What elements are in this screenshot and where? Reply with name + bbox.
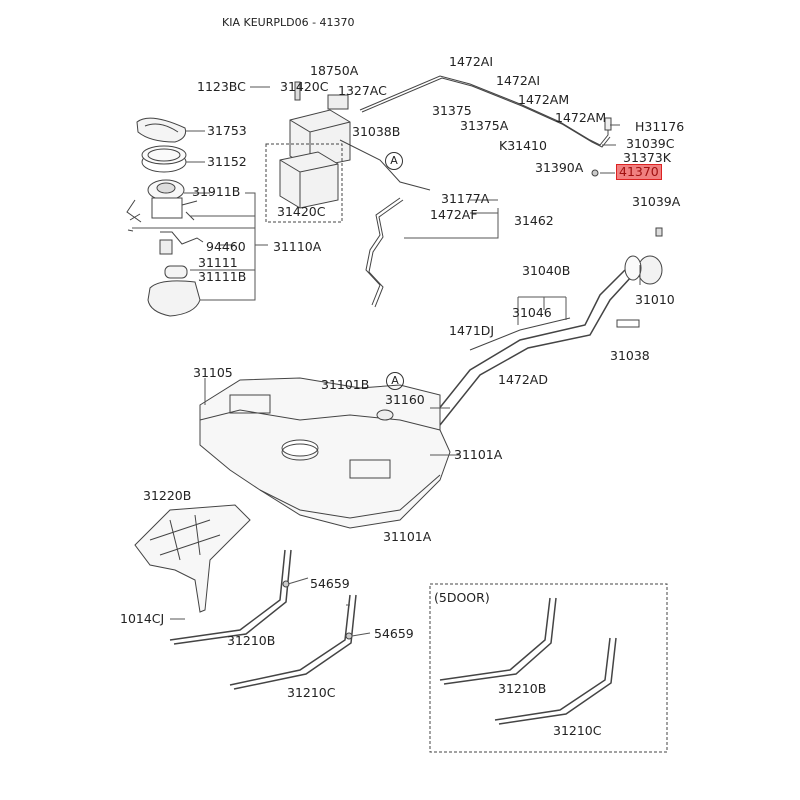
5door-box bbox=[429, 583, 668, 753]
part-label-94460[interactable]: 94460 bbox=[206, 239, 246, 254]
part-label-31210B-5door[interactable]: 31210B bbox=[498, 681, 547, 696]
part-label-31152[interactable]: 31152 bbox=[207, 154, 247, 169]
part-label-1123BC[interactable]: 1123BC bbox=[197, 79, 246, 94]
part-label-31375A[interactable]: 31375A bbox=[460, 118, 509, 133]
lock-ring-31152 bbox=[141, 145, 187, 173]
part-label-54659-2[interactable]: 54659 bbox=[374, 626, 414, 641]
part-label-31210B[interactable]: 31210B bbox=[227, 633, 276, 648]
part-label-31101A-1[interactable]: 31101A bbox=[454, 447, 503, 462]
part-label-31210C[interactable]: 31210C bbox=[287, 685, 336, 700]
alt-canister-box bbox=[265, 143, 343, 223]
part-label-31753[interactable]: 31753 bbox=[207, 123, 247, 138]
ref-marker-a-top: A bbox=[385, 152, 403, 170]
part-label-31462[interactable]: 31462 bbox=[514, 213, 554, 228]
part-label-31105[interactable]: 31105 bbox=[193, 365, 233, 380]
part-label-1472AI-1[interactable]: 1472AI bbox=[449, 54, 494, 69]
part-label-31177A[interactable]: 31177A bbox=[441, 191, 490, 206]
part-label-H31176[interactable]: H31176 bbox=[635, 119, 685, 134]
part-label-31038[interactable]: 31038 bbox=[610, 348, 650, 363]
ref-marker-a-tank: A bbox=[386, 372, 404, 390]
part-label-K31410[interactable]: K31410 bbox=[499, 138, 547, 153]
vapor-hoses bbox=[339, 75, 612, 191]
part-label-31210C-5door[interactable]: 31210C bbox=[553, 723, 602, 738]
filler-neck-31040B bbox=[429, 227, 663, 426]
part-label-41370-highlighted[interactable]: 41370 bbox=[616, 164, 662, 180]
part-label-31010[interactable]: 31010 bbox=[635, 292, 675, 307]
part-label-31111B[interactable]: 31111B bbox=[198, 269, 247, 284]
straps bbox=[169, 549, 357, 690]
part-label-1471DJ[interactable]: 1471DJ bbox=[449, 323, 495, 338]
part-label-31373K[interactable]: 31373K bbox=[623, 150, 671, 165]
part-label-31111[interactable]: 31111 bbox=[198, 255, 238, 270]
section-label-5door: (5DOOR) bbox=[434, 590, 490, 605]
part-label-31039A[interactable]: 31039A bbox=[632, 194, 681, 209]
part-label-31046[interactable]: 31046 bbox=[512, 305, 552, 320]
diagram-title: KIA KEURPLD06 - 41370 bbox=[222, 16, 355, 29]
part-label-1327AC[interactable]: 1327AC bbox=[338, 83, 387, 98]
part-label-1472AF[interactable]: 1472AF bbox=[430, 207, 478, 222]
part-label-31039C[interactable]: 31039C bbox=[626, 136, 675, 151]
heat-protector-31220B bbox=[134, 504, 251, 613]
part-label-1472AI-2[interactable]: 1472AI bbox=[496, 73, 541, 88]
straps-5door bbox=[439, 597, 617, 725]
part-label-31110A[interactable]: 31110A bbox=[273, 239, 322, 254]
part-label-31375[interactable]: 31375 bbox=[432, 103, 472, 118]
part-label-31038B[interactable]: 31038B bbox=[352, 124, 401, 139]
part-label-54659-1[interactable]: 54659 bbox=[310, 576, 350, 591]
part-label-31420C-box[interactable]: 31420C bbox=[277, 204, 326, 219]
fuel-pump-assembly bbox=[126, 179, 204, 317]
part-label-31390A[interactable]: 31390A bbox=[535, 160, 584, 175]
canister-alt bbox=[279, 151, 339, 209]
vent-tube-31462 bbox=[365, 197, 404, 308]
part-label-1472AD[interactable]: 1472AD bbox=[498, 372, 548, 387]
part-label-31040B[interactable]: 31040B bbox=[522, 263, 571, 278]
part-label-31101B[interactable]: 31101B bbox=[321, 377, 370, 392]
part-label-1014CJ[interactable]: 1014CJ bbox=[120, 611, 165, 626]
part-label-1472AM-2[interactable]: 1472AM bbox=[555, 110, 607, 125]
part-label-31420C-top[interactable]: 31420C bbox=[280, 79, 329, 94]
leader-lines bbox=[132, 86, 641, 637]
part-label-31101A-2[interactable]: 31101A bbox=[383, 529, 432, 544]
label-plate-31038 bbox=[616, 319, 640, 328]
gasket-plate-31753 bbox=[136, 117, 186, 143]
part-label-31160[interactable]: 31160 bbox=[385, 392, 425, 407]
part-label-18750A[interactable]: 18750A bbox=[310, 63, 359, 78]
part-label-31911B[interactable]: 31911B bbox=[192, 184, 241, 199]
part-label-1472AM-1[interactable]: 1472AM bbox=[518, 92, 570, 107]
part-label-31220B[interactable]: 31220B bbox=[143, 488, 192, 503]
fuel-tank-31105 bbox=[199, 377, 451, 529]
